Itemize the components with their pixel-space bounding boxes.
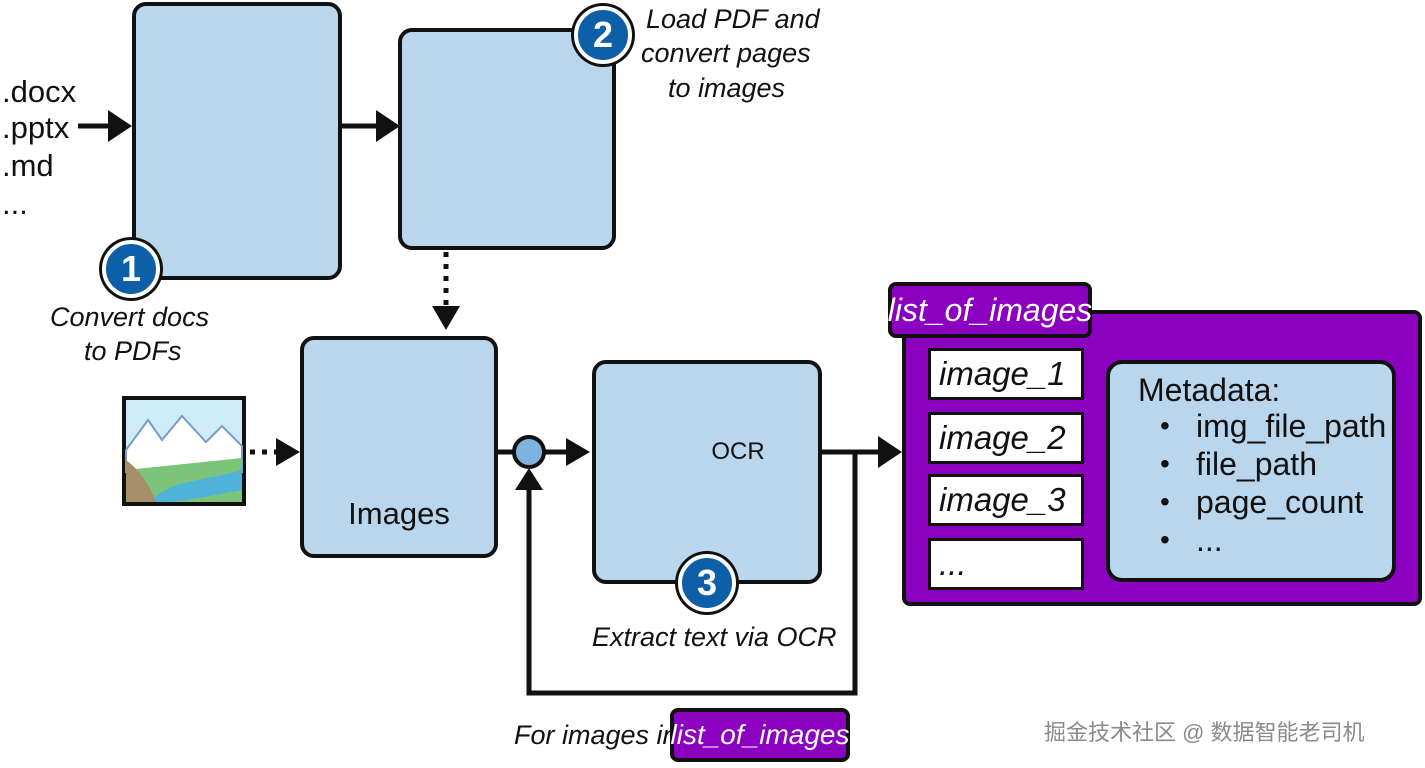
metadata-field-more: ... — [1196, 522, 1223, 558]
watermark-text: 掘金技术社区 @ 数据智能老司机 — [1044, 720, 1365, 745]
metadata-box — [1106, 360, 1396, 582]
loop-caption-tag: list_of_images — [670, 708, 850, 762]
arrow-node-to-step3 — [544, 438, 590, 466]
metadata-bullet: • — [1160, 410, 1170, 441]
images-box-label: Images — [348, 496, 450, 531]
input-ext-pptx: .pptx — [2, 110, 70, 145]
loop-back-connector — [515, 452, 858, 696]
step3-badge: 3 — [678, 554, 736, 612]
arrow-inputs-to-step1 — [78, 110, 132, 142]
step2-caption-line1: Load PDF and — [646, 4, 820, 34]
metadata-field-img-file-path: img_file_path — [1196, 408, 1387, 444]
list-item-image-3: image_3 — [928, 474, 1084, 526]
step1-badge: 1 — [102, 240, 160, 298]
input-ext-more: ... — [2, 186, 28, 221]
input-ext-md: .md — [2, 148, 54, 183]
step3-caption: Extract text via OCR — [592, 622, 837, 652]
dotted-arrow-image-to-images — [250, 438, 300, 466]
metadata-field-page-count: page_count — [1196, 484, 1364, 520]
arrow-step3-to-list — [820, 436, 902, 468]
step1-caption-line2: to PDFs — [84, 336, 182, 366]
step2-caption-line3: to images — [668, 73, 786, 103]
images-box — [300, 336, 498, 558]
landscape-image-icon — [122, 396, 246, 506]
list-of-images-title: list_of_images — [888, 282, 1092, 338]
step2-load-box — [398, 28, 616, 250]
metadata-field-file-path: file_path — [1196, 446, 1317, 482]
input-ext-docx: .docx — [2, 74, 77, 109]
step2-badge: 2 — [574, 6, 632, 64]
list-item-more: ... — [928, 538, 1084, 590]
step1-caption-line1: Convert docs — [50, 302, 210, 332]
list-item-image-1: image_1 — [928, 348, 1084, 400]
metadata-bullet: • — [1160, 524, 1170, 555]
node-circle-icon — [512, 435, 546, 469]
metadata-title: Metadata: — [1138, 372, 1281, 408]
step1-convert-box — [132, 2, 342, 280]
loop-caption-prefix: For images in — [514, 720, 678, 750]
step2-caption-line2: convert pages — [641, 38, 811, 68]
list-item-image-2: image_2 — [928, 412, 1084, 464]
metadata-bullet: • — [1160, 486, 1170, 517]
step3-ocr-box — [592, 360, 822, 584]
ocr-label: OCR — [711, 438, 765, 465]
metadata-bullet: • — [1160, 448, 1170, 479]
dotted-arrow-step2-to-images — [432, 252, 460, 330]
arrow-step1-to-step2 — [342, 110, 400, 142]
